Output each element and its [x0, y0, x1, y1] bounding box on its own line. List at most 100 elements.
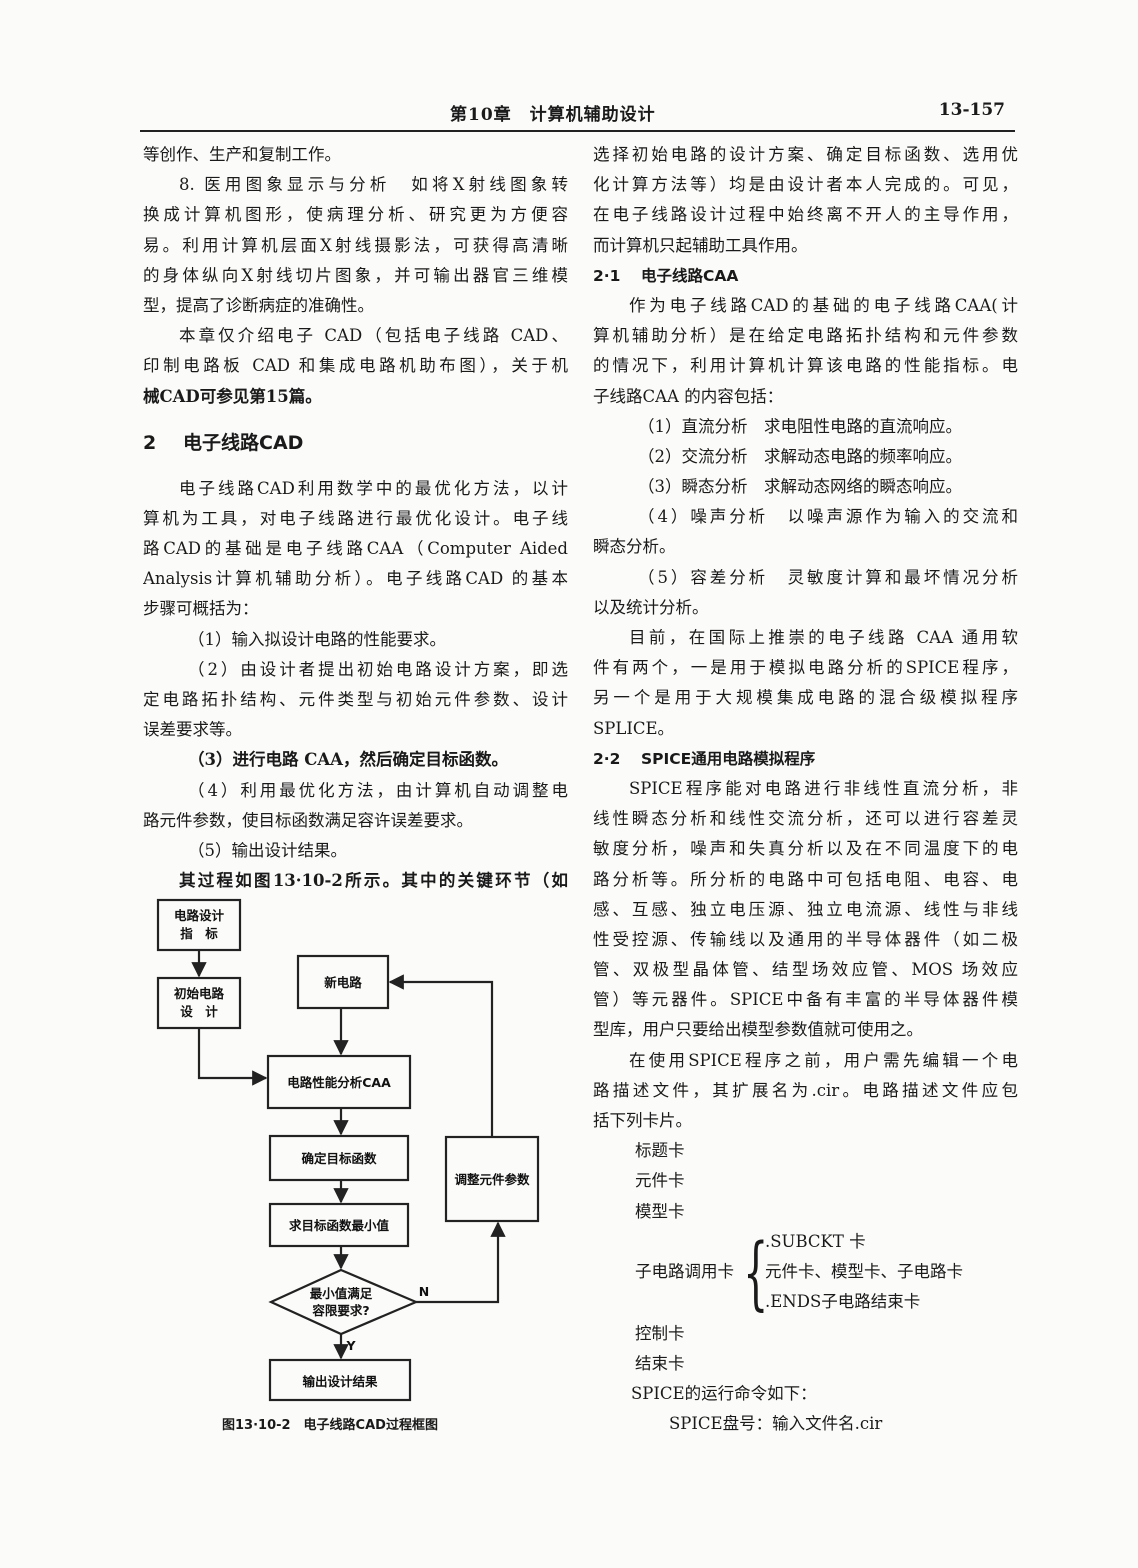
- box-label: 电路性能分析CAA: [287, 1075, 391, 1090]
- paragraph-line: 件有两个，一是用于模拟电路分析的SPICE程序，: [593, 658, 1018, 678]
- paragraph-line: （5）容差分析 灵敏度计算和最坏情况分析: [638, 567, 1018, 587]
- paragraph-line: 性受控源、传输线以及通用的半导体器件（如二极: [593, 929, 1018, 949]
- box-minimize: [268, 1202, 410, 1248]
- paragraph-line: 误差要求等。: [143, 720, 242, 740]
- paragraph-line: 作为电子线路CAD的基础的电子线路CAA(计: [629, 295, 1018, 315]
- paragraph-line: 印制电路板 CAD 和集成电路机助布图），关于机: [143, 356, 568, 376]
- paragraph-line: 在使用SPICE程序之前，用户需先编辑一个电: [629, 1050, 1018, 1070]
- subcircuit-card: .ENDS子电路结束卡: [765, 1291, 921, 1311]
- step-item: （1）输入拟设计电路的性能要求。: [188, 629, 446, 649]
- box-label: 调整元件参数: [454, 1172, 530, 1187]
- paragraph-line: 另一个是用于大规模集成电路的混合级模拟程序: [593, 688, 1018, 708]
- subcircuit-card: .SUBCKT 卡: [765, 1231, 866, 1251]
- command-line: SPICE盘号：输入文件名.cir: [669, 1414, 883, 1434]
- paragraph-line: 瞬态分析。: [593, 537, 676, 557]
- subsection-title: SPICE通用电路模拟程序: [641, 749, 816, 768]
- card-item: 元件卡: [635, 1171, 685, 1191]
- paragraph-line: SPLICE。: [593, 718, 675, 738]
- paragraph-line: 算机为工具，对电子线路进行最优化设计。电子线: [143, 508, 568, 528]
- box-label: 指 标: [180, 926, 218, 941]
- paragraph-line: 而计算机只起辅助工具作用。: [593, 235, 808, 255]
- paragraph-cad-intro: 电子线路CAD利用数学中的最优化方法，以计 算机为工具，对电子线路进行最优化设计…: [143, 474, 568, 625]
- paragraph-software: 目前，在国际上推崇的电子线路 CAA 通用软 件有两个，一是用于模拟电路分析的S…: [593, 623, 1018, 744]
- card-item: 子电路调用卡: [635, 1261, 734, 1281]
- subsection-title: 电子线路CAA: [641, 266, 739, 285]
- paragraph-line: （4）噪声分析 以噪声源作为输入的交流和: [638, 507, 1018, 527]
- step-item: （4）利用最优化方法，由计算机自动调整电 路元件参数，使目标函数满足容许误差要求…: [143, 776, 568, 836]
- paragraph-line: SPICE的运行命令如下：: [631, 1384, 817, 1404]
- flowchart-figure: 电路设计 指 标 初始电路 设 计 新电路 电路性能分析CAA 确定目标函数 求…: [150, 890, 570, 1440]
- paragraph-line: 算机辅助分析）是在给定电路拓扑结构和元件参数: [593, 326, 1018, 346]
- paragraph-line: 等创作、生产和复制工作。: [143, 145, 341, 164]
- paragraph-line: （4）利用最优化方法，由计算机自动调整电: [188, 780, 568, 800]
- section-heading: 2 电子线路CAD: [143, 412, 568, 474]
- paragraph-line: 步骤可概括为：: [143, 599, 259, 619]
- paragraph-line: 路元件参数，使目标函数满足容许误差要求。: [143, 810, 473, 830]
- page-number: 13-157: [938, 100, 1005, 120]
- label-yes: Y: [345, 1338, 356, 1353]
- decision-diamond: [268, 1268, 419, 1336]
- step-item: （5）输出设计结果。: [188, 840, 347, 860]
- paragraph-line: 感、互感、独立电压源、独立电流源、线性与非线: [593, 899, 1018, 919]
- section-title: 电子线路CAD: [183, 431, 304, 454]
- curly-brace-icon: {: [743, 1225, 769, 1319]
- box-label: 输出设计结果: [302, 1374, 378, 1389]
- paragraph-line: 在电子线路设计过程中始终离不开人的主导作用，: [593, 205, 1018, 225]
- analysis-item: （5）容差分析 灵敏度计算和最坏情况分析 以及统计分析。: [593, 563, 1018, 623]
- box-new-circuit: [296, 954, 390, 1010]
- paragraph-line: Analysis计算机辅助分析）。电子线路CAD 的基本: [143, 569, 568, 589]
- paragraph-line: 电子线路CAD利用数学中的最优化方法，以计: [179, 478, 568, 498]
- subcircuit-card-list: .SUBCKT 卡 元件卡、模型卡、子电路卡 .ENDS子电路结束卡: [765, 1227, 963, 1317]
- decision-label: 最小值满足: [310, 1286, 373, 1301]
- figure-caption: 图13·10-2 电子线路CAD过程框图: [222, 1418, 438, 1433]
- step-item: （2）由设计者提出初始电路设计方案，即选 定电路拓扑结构、元件类型与初始元件参数…: [143, 655, 568, 746]
- analysis-item: （2）交流分析 求解动态电路的频率响应。: [638, 446, 962, 466]
- arrow-adjust-to-new: [388, 974, 494, 1137]
- paragraph-line: 8. 医用图象显示与分析 如将X射线图象转: [179, 175, 568, 195]
- box-caa: [266, 1054, 412, 1110]
- paragraph-chapter-scope: 本章仅介绍电子 CAD（包括电子线路 CAD、 印制电路板 CAD 和集成电路机…: [143, 321, 568, 412]
- label-no: N: [419, 1284, 429, 1299]
- paragraph-line: 路分析等。所分析的电路中可包括电阻、电容、电: [593, 869, 1018, 889]
- paragraph-line: 械CAD可参见第15篇。: [143, 386, 322, 406]
- card-item: 标题卡: [635, 1141, 685, 1161]
- paragraph-line: 换成计算机图形，使病理分析、研究更为方便容: [143, 205, 568, 225]
- paragraph-medical-imaging: 8. 医用图象显示与分析 如将X射线图象转 换成计算机图形，使病理分析、研究更为…: [143, 170, 568, 321]
- paragraph-line: SPICE程序能对电路进行非线性直流分析，非: [629, 778, 1018, 798]
- paragraph-line: 路CAD的基础是电子线路CAA（Computer Aided: [143, 539, 568, 559]
- paragraph-line: 以及统计分析。: [593, 597, 709, 617]
- box-objective: [268, 1134, 410, 1182]
- card-item: 结束卡: [635, 1353, 685, 1373]
- paragraph-line: 定电路拓扑结构、元件类型与初始元件参数、设计: [143, 690, 568, 709]
- arrow-no-to-adjust: [416, 1221, 506, 1304]
- paragraph-line: 括下列卡片。: [593, 1111, 692, 1130]
- paragraph-line: 管、双极型晶体管、结型场效应管、MOS 场效应: [593, 960, 1018, 980]
- box-label: 电路设计: [174, 908, 225, 923]
- analysis-item: （4）噪声分析 以噪声源作为输入的交流和 瞬态分析。: [593, 502, 1018, 562]
- paragraph-line: 化计算方法等）均是由设计者本人完成的。可见，: [593, 175, 1018, 195]
- subcircuit-card: 元件卡、模型卡、子电路卡: [765, 1261, 963, 1281]
- paragraph-line: 敏度分析，噪声和失真分析以及在不同温度下的电: [593, 839, 1018, 859]
- arrow-init-to-caa: [197, 1028, 268, 1086]
- flowchart-diagram: 电路设计 指 标 初始电路 设 计 新电路 电路性能分析CAA 确定目标函数 求…: [156, 898, 540, 1402]
- paragraph-line: 的情况下，利用计算机计算该电路的性能指标。电: [593, 356, 1018, 376]
- paragraph-spice: SPICE程序能对电路进行非线性直流分析，非 线性瞬态分析和线性交流分析，还可以…: [593, 774, 1018, 1046]
- section-number: 2: [143, 431, 157, 454]
- paragraph-caa-intro: 作为电子线路CAD的基础的电子线路CAA(计 算机辅助分析）是在给定电路拓扑结构…: [593, 291, 1018, 412]
- box-output: [268, 1358, 412, 1402]
- analysis-item: （1）直流分析 求电阻性电路的直流响应。: [638, 416, 962, 436]
- paragraph-line: 型，提高了诊断病症的准确性。: [143, 295, 374, 315]
- card-item: 控制卡: [635, 1323, 685, 1343]
- paragraph-line: （2）由设计者提出初始电路设计方案，即选: [188, 659, 568, 679]
- box-label: 确定目标函数: [301, 1151, 377, 1166]
- subsection-number: 2·2: [593, 749, 621, 768]
- paragraph-line: 选择初始电路的设计方案、确定目标函数、选用优: [593, 145, 1018, 164]
- analysis-item: （3）瞬态分析 求解动态网络的瞬态响应。: [638, 477, 962, 497]
- paragraph-cir-file: 在使用SPICE程序之前，用户需先编辑一个电 路描述文件，其扩展名为.cir。电…: [593, 1046, 1018, 1137]
- paragraph-line: 目前，在国际上推崇的电子线路 CAA 通用软: [629, 628, 1018, 647]
- subcircuit-card-group: 子电路调用卡 { .SUBCKT 卡 元件卡、模型卡、子电路卡 .ENDS子电路…: [593, 1227, 1018, 1319]
- paragraph-line: 其过程如图13·10-2所示。其中的关键环节（如: [179, 871, 568, 891]
- box-label: 求目标函数最小值: [289, 1218, 390, 1233]
- left-column: 等创作、生产和复制工作。 8. 医用图象显示与分析 如将X射线图象转 换成计算机…: [143, 140, 568, 896]
- chapter-title: 第10章 计算机辅助设计: [450, 105, 656, 125]
